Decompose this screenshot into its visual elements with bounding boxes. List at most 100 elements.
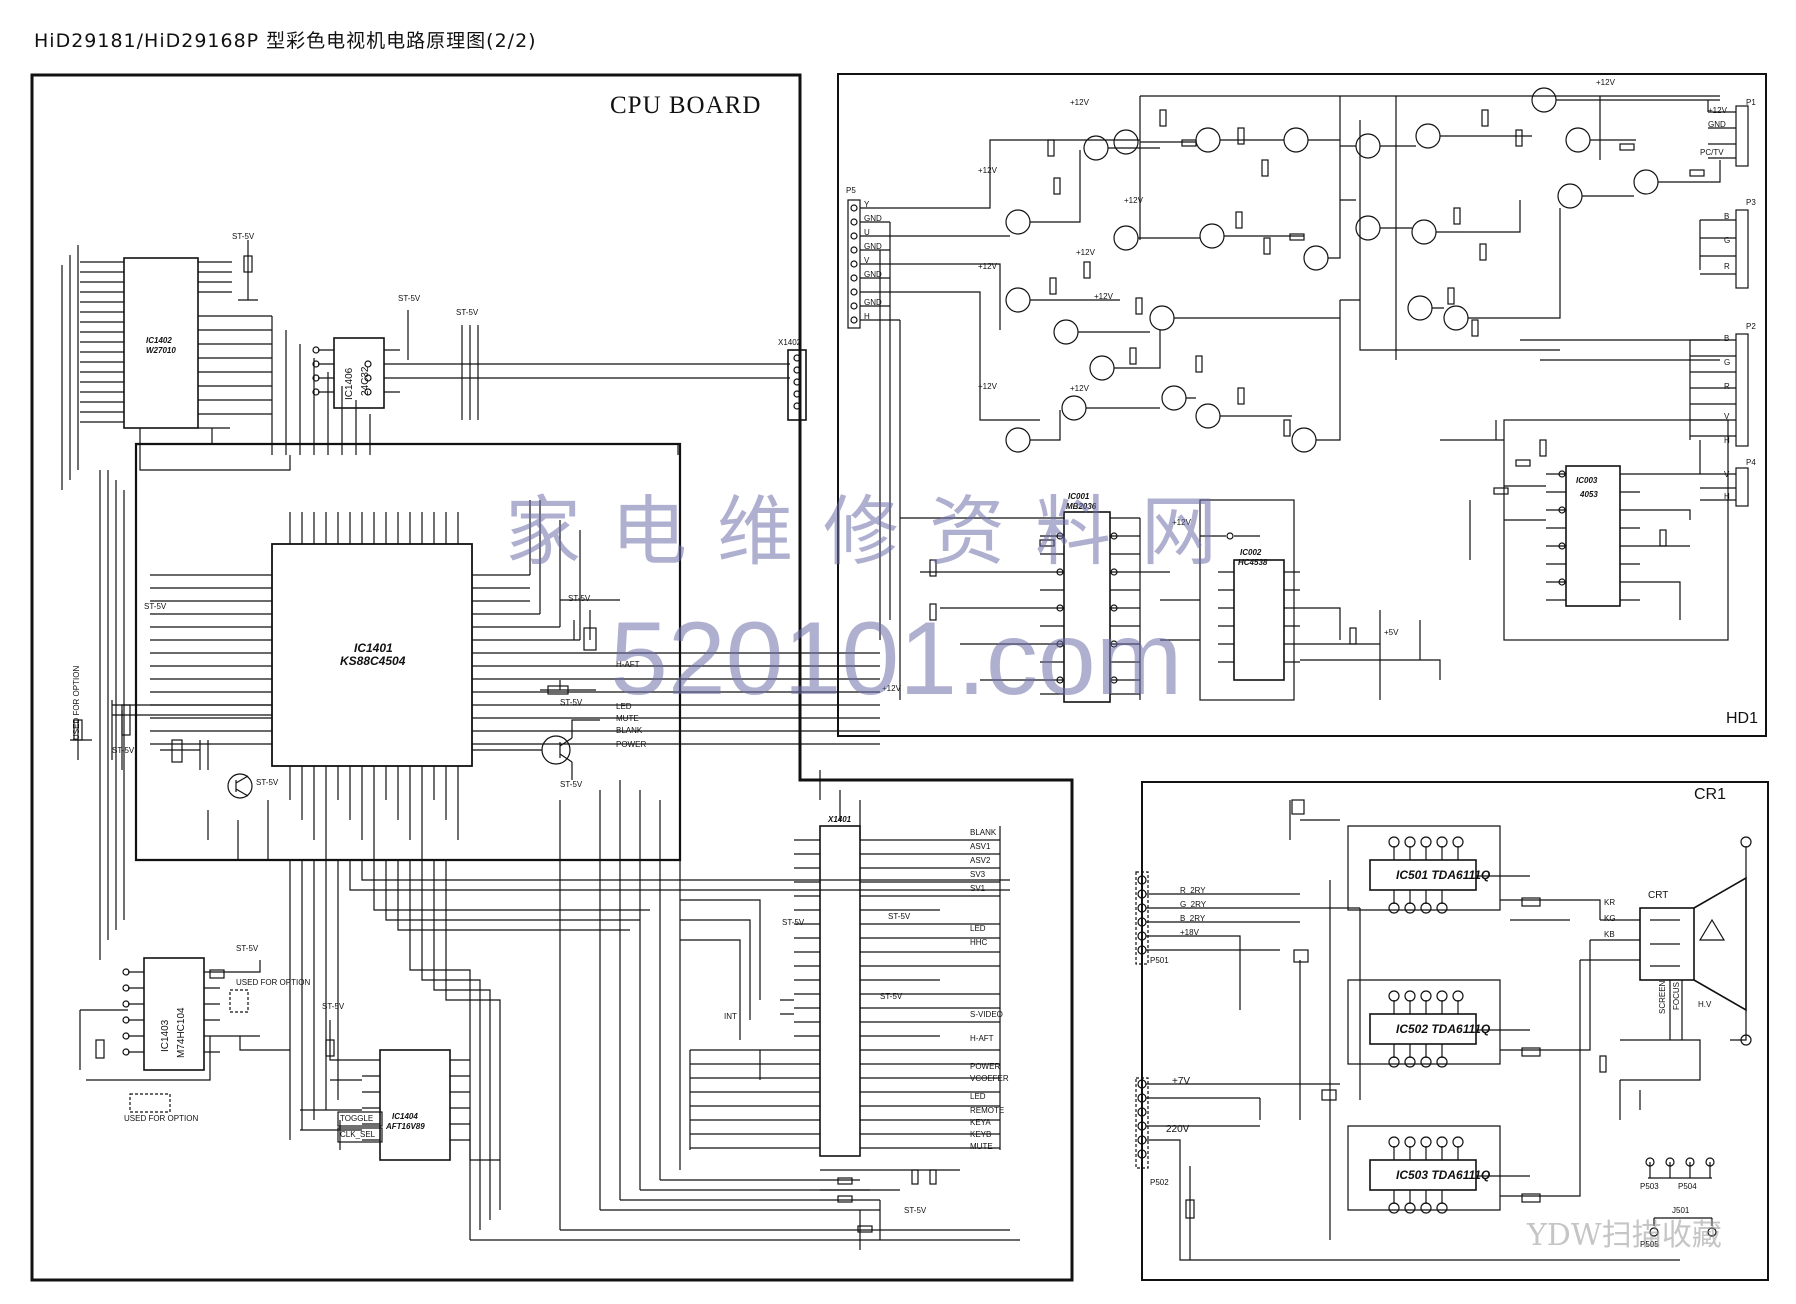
p1-gnd: GND bbox=[1708, 120, 1726, 129]
ic003-label: IC003 bbox=[1576, 476, 1598, 485]
sig-mute-2: MUTE bbox=[970, 1142, 993, 1151]
ic003-part: 4053 bbox=[1580, 490, 1598, 499]
sig-h-aft-2: H-AFT bbox=[970, 1034, 994, 1043]
sig-led-3: LED bbox=[970, 1092, 986, 1101]
ic501-pins bbox=[1388, 836, 1464, 914]
p3-g: G bbox=[1724, 236, 1731, 245]
p1-pctv: PC/TV bbox=[1700, 148, 1724, 157]
hd-12v-12: +12V bbox=[882, 684, 901, 693]
ic001-label: IC001 bbox=[1068, 492, 1090, 501]
p504-label: P504 bbox=[1678, 1182, 1697, 1191]
cr-220v: 220V bbox=[1166, 1124, 1190, 1135]
hd-u-label: U bbox=[864, 228, 870, 237]
sig-keyb: KEYB bbox=[970, 1130, 992, 1139]
sig-led-1: LED bbox=[616, 702, 632, 711]
st5v-label-3: ST-5V bbox=[456, 308, 479, 317]
p1-label: P1 bbox=[1746, 98, 1756, 107]
sig-option-3: USED FOR OPTION bbox=[124, 1114, 199, 1123]
x1402-label: X1402 bbox=[778, 338, 802, 347]
ic002-body bbox=[1233, 559, 1285, 681]
sig-hhc: HHC bbox=[970, 938, 988, 947]
st5v-label-2: ST-5V bbox=[398, 294, 421, 303]
st5v-label-9: ST-5V bbox=[560, 780, 583, 789]
ic1401-label: IC1401 bbox=[354, 641, 393, 655]
ic503-pins bbox=[1388, 1136, 1464, 1214]
p502-label: P502 bbox=[1150, 1178, 1169, 1187]
ic1402-body bbox=[123, 257, 199, 429]
st5v-label-6: ST-5V bbox=[112, 746, 135, 755]
st5v-label-8: ST-5V bbox=[560, 698, 583, 707]
p2-h: H bbox=[1724, 436, 1730, 445]
crt-label: CRT bbox=[1648, 890, 1669, 901]
hd1-board-border bbox=[837, 73, 1767, 737]
cr1-board-title: CR1 bbox=[1694, 786, 1727, 803]
ic502-pins bbox=[1388, 990, 1464, 1068]
watermark-text-2: 520101.com bbox=[610, 601, 1183, 717]
sig-option-2: USED FOR OPTION bbox=[236, 978, 311, 987]
sig-keya: KEYA bbox=[970, 1118, 991, 1127]
ic501-frame bbox=[1347, 825, 1501, 911]
sig-option-1: USED FOR OPTION bbox=[72, 665, 81, 740]
st5v-label-12: ST-5V bbox=[782, 918, 805, 927]
p2-g: G bbox=[1724, 358, 1731, 367]
ic1402-label: IC1402 bbox=[146, 336, 172, 345]
sig-b-2ry: B_2RY bbox=[1180, 914, 1206, 923]
hd1-board-title: HD1 bbox=[1726, 710, 1759, 727]
sig-sv1: SV1 bbox=[970, 884, 986, 893]
ic503-label: IC503 TDA6111Q bbox=[1396, 1168, 1491, 1182]
st5v-label-7: ST-5V bbox=[256, 778, 279, 787]
sig-18v: +18V bbox=[1180, 928, 1199, 937]
hd-12v-5: +12V bbox=[978, 262, 997, 271]
p3-label: P3 bbox=[1746, 198, 1756, 207]
hd-gnd-1: GND bbox=[864, 214, 882, 223]
sig-mute-1: MUTE bbox=[616, 714, 639, 723]
p3-connector bbox=[1735, 209, 1749, 289]
st5v-label-1: ST-5V bbox=[232, 232, 255, 241]
ic1406-label: IC1406 bbox=[344, 367, 355, 400]
hd-h-label: H bbox=[864, 312, 870, 321]
p505-label: P505 bbox=[1640, 1240, 1659, 1249]
p501-connector bbox=[1135, 871, 1149, 965]
ic501-body bbox=[1369, 859, 1477, 891]
sig-power-2: POWER bbox=[970, 1062, 1001, 1071]
hd-12v-10: +12V bbox=[1708, 106, 1727, 115]
hd-12v-11: +12V bbox=[1172, 518, 1191, 527]
ic1401-left-pins bbox=[150, 574, 272, 745]
ic1401-top-pins bbox=[289, 512, 459, 544]
x1402-connector bbox=[787, 349, 807, 421]
sig-r-2ry: R_2RY bbox=[1180, 886, 1206, 895]
option-box-2 bbox=[129, 1093, 171, 1113]
ic002-label: IC002 bbox=[1240, 548, 1262, 557]
sig-asv1: ASV1 bbox=[970, 842, 991, 851]
hd-v-label: V bbox=[864, 256, 870, 265]
ic1402-pins bbox=[80, 261, 272, 429]
ic1401-body bbox=[271, 543, 473, 767]
hd-12v-2: +12V bbox=[978, 166, 997, 175]
watermark-text-1: 家电维修资料网 bbox=[505, 487, 1247, 576]
page-title: HiD29181/HiD29168P 型彩色电视机电路原理图(2/2) bbox=[34, 30, 537, 52]
ic501-label: IC501 TDA6111Q bbox=[1396, 868, 1491, 882]
hd-gnd-2: GND bbox=[864, 242, 882, 251]
crt-focus: FOCUS bbox=[1672, 982, 1681, 1010]
crt-bell bbox=[1693, 876, 1747, 1012]
st5v-label-4: ST-5V bbox=[144, 602, 167, 611]
p4-connector bbox=[1735, 467, 1749, 507]
crt-screen: SCREEN bbox=[1658, 980, 1667, 1014]
ic502-label: IC502 TDA6111Q bbox=[1396, 1022, 1491, 1036]
hd-12v-1: +12V bbox=[1070, 98, 1089, 107]
ic1403-part: M74HC104 bbox=[176, 1007, 187, 1058]
ic1406-part: 24C32 bbox=[360, 366, 371, 396]
ic1401-bottom-pins bbox=[289, 766, 459, 860]
ic1401-part: KS88C4504 bbox=[340, 654, 406, 668]
cpu-board-title: CPU BOARD bbox=[610, 92, 762, 119]
ic003-body bbox=[1565, 465, 1621, 607]
hd-12v-7: +12V bbox=[978, 382, 997, 391]
p1-connector bbox=[1735, 105, 1749, 167]
hd-12v-8: +12V bbox=[1070, 384, 1089, 393]
ic502-body bbox=[1369, 1013, 1477, 1045]
st5v-label-5: ST-5V bbox=[568, 594, 591, 603]
ic002-part: HC4538 bbox=[1238, 558, 1268, 567]
sig-int: INT bbox=[724, 1012, 737, 1021]
hd-12v-3: +12V bbox=[1124, 196, 1143, 205]
